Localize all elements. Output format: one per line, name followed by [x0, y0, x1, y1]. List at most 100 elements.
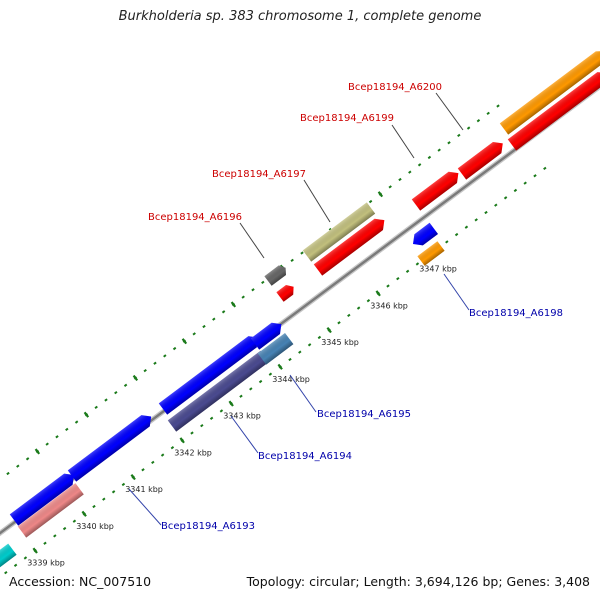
tick-dot-bottom: [405, 269, 410, 273]
tick-dot-bottom: [43, 541, 47, 545]
gene-label-a6195[interactable]: Bcep18194_A6195: [317, 409, 411, 420]
tick-dot-top: [94, 405, 98, 409]
tick-dot-top: [300, 251, 304, 255]
tick-dot-bottom: [288, 357, 292, 362]
tick-label: 3341 kbp: [125, 485, 163, 494]
tick-dot-bottom: [190, 431, 194, 435]
tick-dot-bottom: [415, 262, 420, 266]
major-tick-bottom: [179, 437, 185, 444]
tick-dot-bottom: [533, 174, 537, 178]
gene-label-a6193[interactable]: Bcep18194_A6193: [161, 521, 255, 532]
tick-dot-bottom: [141, 468, 145, 472]
tick-dot-top: [251, 288, 255, 292]
gene-bar-pink-a6193[interactable]: [17, 483, 84, 538]
gene-arrow-blue-2[interactable]: [67, 411, 156, 482]
tick-dot-top: [447, 141, 451, 145]
tick-dot-bottom: [366, 299, 371, 303]
tick-dot-top: [290, 258, 294, 262]
tick-dot-top: [114, 391, 118, 395]
gene-bar-cyan[interactable]: [0, 543, 17, 572]
gene-arrow-red-a6199b[interactable]: [457, 138, 507, 180]
gene-label-a6199[interactable]: Bcep18194_A6199: [300, 113, 394, 124]
tick-dot-bottom: [474, 218, 478, 222]
gene-label-a6200[interactable]: Bcep18194_A6200: [348, 82, 442, 93]
tick-dot-bottom: [239, 394, 243, 398]
major-tick-top: [83, 411, 90, 418]
tick-dot-top: [496, 104, 500, 108]
tick-label: 3347 kbp: [419, 265, 457, 274]
major-tick-top: [230, 301, 237, 308]
tick-dot-top: [408, 170, 412, 174]
tick-dot-top: [45, 442, 49, 446]
tick-dot-top: [457, 133, 461, 138]
tick-dot-bottom: [464, 225, 469, 229]
tick-dot-top: [192, 332, 196, 336]
gene-arrow-blue-a6198[interactable]: [409, 222, 438, 250]
tick-dot-bottom: [523, 181, 527, 185]
gene-bar-olive[interactable]: [302, 202, 376, 262]
major-tick-top: [132, 374, 139, 382]
major-tick-bottom: [375, 290, 381, 297]
tick-dot-top: [417, 163, 422, 167]
gene-arrow-red-a6199a[interactable]: [411, 168, 463, 211]
tick-dot-top: [427, 155, 432, 160]
tick-dot-bottom: [356, 306, 361, 310]
tick-label: 3340 kbp: [76, 522, 114, 531]
tick-dot-top: [55, 435, 59, 439]
gene-bar-slate-a6194[interactable]: [167, 350, 269, 432]
tick-dot-top: [172, 346, 177, 351]
tick-dot-top: [153, 361, 157, 365]
gene-label-a6198[interactable]: Bcep18194_A6198: [469, 308, 563, 319]
tick-dot-bottom: [268, 372, 273, 376]
accession-text: Accession: NC_007510: [9, 574, 152, 589]
tick-dot-top: [25, 457, 30, 461]
genome-summary-text: Topology: circular; Length: 3,694,126 bp…: [246, 574, 590, 589]
gene-bar-orange-top[interactable]: [499, 45, 600, 135]
gene-bar-orange-small[interactable]: [417, 241, 445, 266]
gene-arrow-gray[interactable]: [264, 263, 289, 286]
gene-bar-steelblue-a6195[interactable]: [257, 332, 294, 365]
tick-dot-bottom: [72, 519, 77, 523]
tick-dot-bottom: [258, 379, 263, 384]
tick-dot-top: [123, 383, 128, 387]
gene-arrow-red-a6197[interactable]: [313, 215, 389, 276]
tick-dot-bottom: [209, 416, 214, 420]
tick-label: 3342 kbp: [174, 448, 212, 457]
tick-dot-bottom: [13, 563, 18, 567]
gene-arrow-red-small[interactable]: [276, 282, 297, 302]
genome-backbone-core: [0, 84, 600, 535]
tick-dot-bottom: [151, 460, 155, 465]
tick-dots-bottom: [4, 166, 547, 575]
tick-dot-bottom: [454, 232, 459, 237]
gene-label-a6196[interactable]: Bcep18194_A6196: [148, 212, 242, 223]
tick-label: 3346 kbp: [370, 301, 408, 310]
tick-dot-bottom: [121, 482, 126, 487]
tick-dot-bottom: [200, 424, 204, 428]
gene-bar-red-a6200[interactable]: [507, 67, 600, 151]
gene-label-a6194[interactable]: Bcep18194_A6194: [258, 451, 352, 462]
tick-dot-top: [143, 368, 147, 373]
tick-dot-top: [241, 295, 245, 299]
tick-dot-top: [202, 324, 206, 329]
tick-dot-bottom: [4, 571, 8, 575]
tick-dot-bottom: [347, 313, 351, 318]
gene-arrow-blue-3[interactable]: [158, 332, 263, 415]
tick-dot-top: [163, 354, 167, 358]
gene-labels: Bcep18194_A6200 Bcep18194_A6199 Bcep1819…: [148, 82, 563, 532]
major-tick-bottom: [130, 474, 136, 481]
gene-arrow-blue-4[interactable]: [250, 319, 286, 350]
gene-arrow-blue-1[interactable]: [9, 469, 78, 526]
gene-label-a6197[interactable]: Bcep18194_A6197: [212, 169, 306, 180]
tick-dot-top: [221, 310, 226, 314]
tick-dot-bottom: [386, 284, 390, 288]
tick-dot-bottom: [62, 526, 67, 531]
major-tick-bottom: [32, 547, 38, 554]
tick-dot-top: [466, 126, 471, 130]
tick-label: 3344 kbp: [272, 375, 310, 384]
tick-dot-top: [65, 427, 69, 432]
tick-dot-bottom: [337, 321, 341, 325]
tick-dot-bottom: [445, 240, 449, 244]
tick-dot-bottom: [307, 343, 312, 347]
